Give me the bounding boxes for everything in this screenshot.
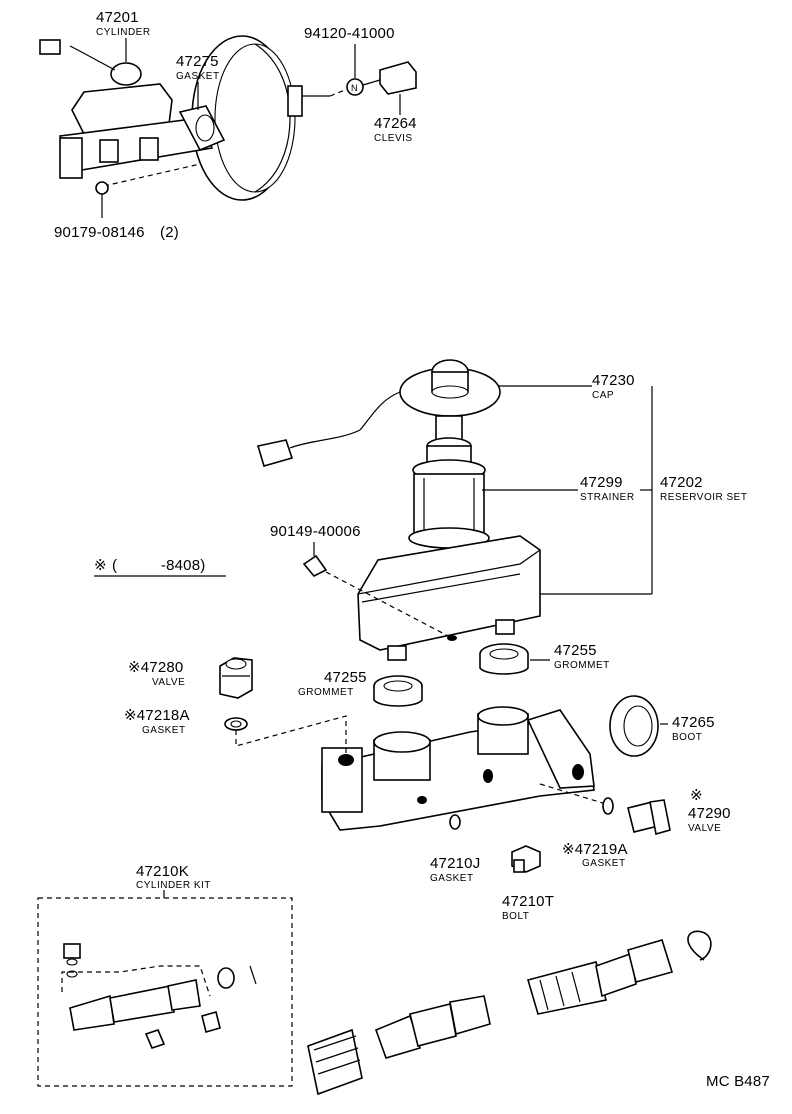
grommet-part-right — [479, 643, 529, 675]
label-47202-number: 47202 — [660, 474, 703, 491]
label-47210k-number: 47210K — [136, 863, 189, 880]
label-47290-number: 47290 — [688, 805, 731, 822]
valve-47290-part — [627, 799, 671, 836]
label-47290-mark: ※ — [690, 787, 703, 804]
piston-assembly-secondary — [307, 995, 491, 1096]
label-47201-number: 47201 — [96, 9, 139, 26]
label-47264-name: CLEVIS — [374, 133, 413, 144]
label-47218a-name: GASKET — [142, 725, 186, 736]
label-47275-number: 47275 — [176, 53, 219, 70]
reservoir-screw — [302, 554, 453, 639]
label-47230-number: 47230 — [592, 372, 635, 389]
valve-47280-part — [219, 657, 253, 699]
master-cylinder-body — [321, 706, 607, 831]
bolt-47210t-part — [511, 845, 541, 873]
snap-ring-part — [687, 930, 712, 961]
label-47255-left-name: GROMMET — [298, 687, 354, 698]
label-47219a-number: ※47219A — [562, 841, 628, 858]
label-47255-right-number: 47255 — [554, 642, 597, 659]
label-47299-name: STRAINER — [580, 492, 635, 503]
cylinder-kit-parts — [61, 943, 257, 1049]
label-47265-name: BOOT — [672, 732, 702, 743]
label-94120-number: 94120-41000 — [304, 25, 395, 42]
label-47230-name: CAP — [592, 390, 614, 401]
grommet-part-left — [373, 675, 423, 707]
label-47219a-name: GASKET — [582, 858, 626, 869]
label-47210k-name: CYLINDER KIT — [136, 880, 211, 891]
reservoir-cap-part — [256, 359, 501, 467]
model-note-symbol: ※ — [94, 557, 107, 574]
label-47201-name: CYLINDER — [96, 27, 151, 38]
label-47210j-number: 47210J — [430, 855, 480, 872]
diagram-code: MC B487 — [706, 1073, 770, 1090]
label-47280-name: VALVE — [152, 677, 185, 688]
label-47255-right-name: GROMMET — [554, 660, 610, 671]
label-47210t-name: BOLT — [502, 911, 529, 922]
boot-47265-part — [609, 695, 659, 757]
cylinder-kit-box — [37, 897, 293, 1087]
master-cylinder-assembly — [39, 39, 226, 195]
strainer-part — [408, 415, 490, 549]
label-47210t-number: 47210T — [502, 893, 554, 910]
svg-text:N: N — [351, 83, 358, 93]
reservoir-body-part — [357, 535, 541, 661]
label-47265-number: 47265 — [672, 714, 715, 731]
label-47275-name: GASKET — [176, 71, 220, 82]
gasket-47219a-part — [602, 797, 614, 815]
label-90179-number: 90179-08146 — [54, 224, 145, 241]
brake-booster-assembly — [191, 35, 351, 201]
gasket-47210j-part — [449, 814, 461, 830]
piston-assembly-primary — [527, 939, 674, 1015]
label-90149-number: 90149-40006 — [270, 523, 361, 540]
label-47280-number: ※47280 — [128, 659, 183, 676]
label-47210j-name: GASKET — [430, 873, 474, 884]
label-47299-number: 47299 — [580, 474, 623, 491]
label-47218a-number: ※47218A — [124, 707, 190, 724]
model-note-text: ( -8408) — [112, 557, 205, 574]
label-90179-qty: (2) — [160, 224, 179, 241]
label-47202-name: RESERVOIR SET — [660, 492, 747, 503]
clevis-and-nut: N — [346, 44, 417, 115]
label-47264-number: 47264 — [374, 115, 417, 132]
label-47255-left-number: 47255 — [324, 669, 367, 686]
label-47290-name: VALVE — [688, 823, 721, 834]
